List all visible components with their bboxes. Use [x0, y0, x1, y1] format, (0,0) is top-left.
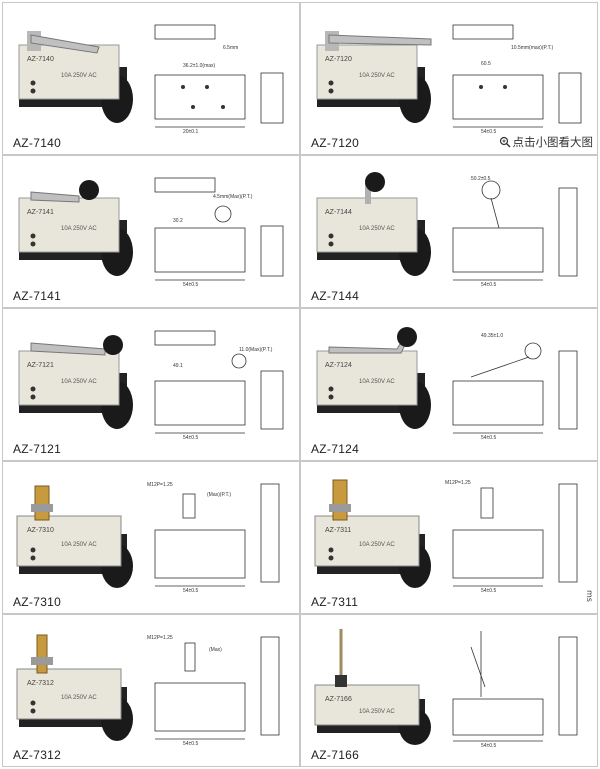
model-label: AZ-7312: [13, 748, 62, 762]
switch-photo: AZ-7141 10A 250V AC: [18, 180, 133, 276]
dimension-drawing: 36.2±1.0(max) 6.5mm 20±0.1: [154, 24, 284, 135]
rating-label: 10A 250V AC: [359, 226, 395, 232]
dim-label: (Max)(P.T.): [207, 492, 231, 498]
product-card-az7121[interactable]: AZ-7121 10A 250V AC 11.0(Max)(P.T.) 49.1…: [2, 308, 300, 461]
dimension-drawing: 50.2±0.5 54±0.5: [452, 176, 578, 288]
housing-label: AZ-7120: [325, 56, 352, 63]
switch-photo: AZ-7310 10A 250V AC: [16, 485, 133, 588]
housing-label: AZ-7312: [27, 680, 54, 687]
housing-label: AZ-7124: [325, 362, 352, 369]
dimension-drawing: 4.5mm(Max)(P.T.) 30.2 54±0.5: [154, 177, 284, 288]
product-card-az7144[interactable]: AZ-7144 10A 250V AC 50.2±0.5 54±0.5 AZ-7…: [300, 155, 598, 308]
housing-label: AZ-7310: [27, 527, 54, 534]
dimension-drawing: M12P=1.25 (Max) 54±0.5: [147, 635, 280, 747]
dim-label: 50.2±0.5: [471, 176, 491, 182]
dim-label: 54±0.5: [183, 282, 198, 288]
dim-label: 6.5mm: [223, 45, 238, 51]
model-label: AZ-7310: [13, 595, 62, 609]
dim-label: 60.5: [481, 61, 491, 67]
product-card-az7141[interactable]: AZ-7141 10A 250V AC 4.5mm(Max)(P.T.) 30.…: [2, 155, 300, 308]
dim-label: 11.0(Max)(P.T.): [239, 347, 273, 353]
product-card-az7166[interactable]: AZ-7166 10A 250V AC 54±0.5 AZ-7166: [300, 614, 598, 767]
model-label: AZ-7141: [13, 289, 62, 303]
switch-photo: AZ-7312 10A 250V AC: [16, 634, 133, 741]
product-card-az7310[interactable]: AZ-7310 10A 250V AC M12P=1.25 (Max)(P.T.…: [2, 461, 300, 614]
housing-label: AZ-7311: [325, 527, 351, 534]
rating-label: 10A 250V AC: [61, 542, 97, 548]
model-label: AZ-7124: [311, 442, 360, 456]
switch-photo: AZ-7140 10A 250V AC: [18, 31, 133, 123]
zoom-hint[interactable]: 点击小图看大图: [499, 134, 594, 150]
product-card-az7140[interactable]: AZ-7140 10A 250V AC 36.2±1.0(max) 6.5mm …: [2, 2, 300, 155]
rating-label: 10A 250V AC: [359, 709, 395, 715]
dim-label: 54±0.5: [481, 588, 496, 594]
side-mark: ms: [585, 590, 594, 602]
rating-label: 10A 250V AC: [359, 73, 395, 79]
dim-label: M12P=1.25: [445, 480, 471, 486]
housing-label: AZ-7166: [325, 696, 352, 703]
dim-label: M12P=1.25: [147, 482, 173, 488]
dim-label: 49.35±1.0: [481, 333, 503, 339]
dimension-drawing: 54±0.5: [452, 631, 578, 749]
product-card-az7124[interactable]: AZ-7124 10A 250V AC 49.35±1.0 54±0.5 AZ-…: [300, 308, 598, 461]
rating-label: 10A 250V AC: [61, 695, 97, 701]
switch-photo: AZ-7120 10A 250V AC: [316, 31, 432, 123]
dim-label: 36.2±1.0(max): [183, 63, 216, 69]
dim-label: 10.5mm(max)(P.T.): [511, 45, 553, 51]
model-label: AZ-7121: [13, 442, 62, 456]
dim-label: 54±0.5: [183, 435, 198, 441]
rating-label: 10A 250V AC: [61, 226, 97, 232]
dim-label: 54±0.5: [481, 743, 496, 749]
dim-label: (Max): [209, 647, 222, 653]
housing-label: AZ-7140: [27, 56, 54, 63]
dim-label: 4.5mm(Max)(P.T.): [213, 194, 253, 200]
dimension-drawing: M12P=1.25 (Max)(P.T.) 54±0.5: [147, 482, 280, 594]
dim-label: 54±0.5: [481, 282, 496, 288]
dim-label: 49.1: [173, 363, 183, 369]
dimension-drawing: 11.0(Max)(P.T.) 49.1 54±0.5: [154, 330, 284, 441]
switch-photo: AZ-7124 10A 250V AC: [316, 327, 431, 429]
dim-label: 54±0.5: [183, 741, 198, 747]
product-card-az7312[interactable]: AZ-7312 10A 250V AC M12P=1.25 (Max) 54±0…: [2, 614, 300, 767]
switch-photo: AZ-7121 10A 250V AC: [18, 335, 133, 429]
dimension-drawing: 10.5mm(max)(P.T.) 60.5 54±0.5: [452, 24, 582, 135]
model-label: AZ-7144: [311, 289, 360, 303]
model-label: AZ-7120: [311, 136, 360, 150]
model-label: AZ-7166: [311, 748, 360, 762]
product-card-az7120[interactable]: AZ-7120 10A 250V AC 10.5mm(max)(P.T.) 60…: [300, 2, 598, 155]
switch-photo: AZ-7166 10A 250V AC: [314, 629, 431, 745]
dim-label: 20±0.1: [183, 129, 198, 135]
switch-photo: AZ-7311 10A 250V AC: [314, 479, 431, 588]
zoom-hint-text: 点击小图看大图: [512, 137, 594, 149]
switch-photo: AZ-7144 10A 250V AC: [316, 172, 431, 276]
dim-label: 54±0.5: [481, 435, 496, 441]
dim-label: 54±0.5: [481, 129, 496, 135]
model-label: AZ-7311: [311, 595, 359, 609]
dim-label: M12P=1.25: [147, 635, 173, 641]
magnifier-icon: [499, 136, 510, 148]
dim-label: 54±0.5: [183, 588, 198, 594]
housing-label: AZ-7144: [325, 209, 352, 216]
dimension-drawing: M12P=1.25 54±0.5: [445, 480, 578, 594]
model-label: AZ-7140: [13, 136, 62, 150]
housing-label: AZ-7121: [27, 362, 54, 369]
rating-label: 10A 250V AC: [61, 379, 97, 385]
dimension-drawing: 49.35±1.0 54±0.5: [452, 333, 578, 441]
product-card-az7311[interactable]: AZ-7311 10A 250V AC M12P=1.25 54±0.5 AZ-…: [300, 461, 598, 614]
rating-label: 10A 250V AC: [359, 379, 395, 385]
housing-label: AZ-7141: [27, 209, 54, 216]
dim-label: 30.2: [173, 218, 183, 224]
rating-label: 10A 250V AC: [359, 542, 395, 548]
rating-label: 10A 250V AC: [61, 73, 97, 79]
